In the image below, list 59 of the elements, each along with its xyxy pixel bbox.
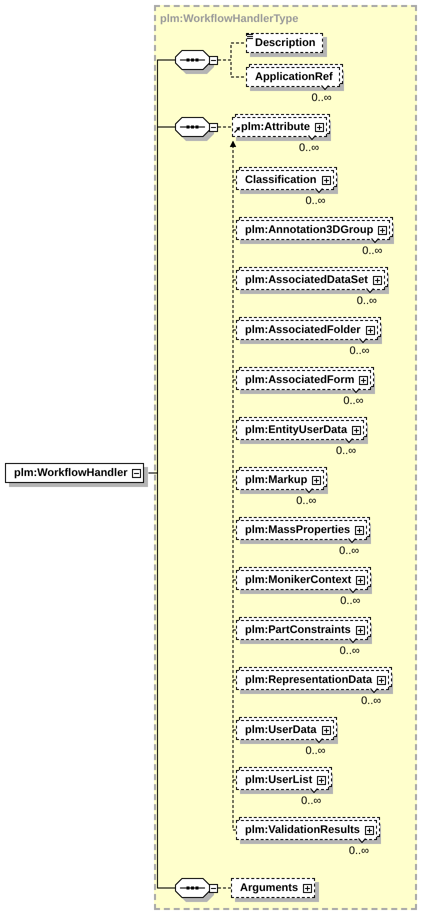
element-box bbox=[246, 33, 327, 57]
element-name: plm:Attribute bbox=[241, 120, 310, 134]
connector-line bbox=[218, 126, 232, 128]
element-name: plm:AssociatedForm bbox=[245, 373, 354, 387]
element-box bbox=[236, 167, 338, 194]
element-name: Arguments bbox=[240, 881, 298, 895]
element-box bbox=[232, 114, 332, 141]
occurrence-label: 0..∞ bbox=[305, 195, 326, 207]
element-name: plm:Markup bbox=[245, 473, 308, 487]
occurrence-label: 0..∞ bbox=[298, 142, 320, 154]
occurrence-label: 0..∞ bbox=[305, 745, 326, 757]
element-box bbox=[236, 217, 394, 244]
occurrence-label: 0..∞ bbox=[340, 645, 360, 657]
element-box bbox=[236, 267, 389, 294]
element-name: plm:ValidationResults bbox=[245, 823, 360, 837]
root-element-box bbox=[5, 463, 148, 487]
element-name: Classification bbox=[245, 173, 317, 187]
element-box bbox=[236, 467, 328, 494]
element-name: plm:UserList bbox=[245, 773, 312, 787]
element-name: plm:Annotation3DGroup bbox=[245, 223, 374, 237]
element-box bbox=[236, 617, 372, 644]
element-box bbox=[236, 367, 376, 394]
element-name: plm:MonikerContext bbox=[245, 573, 352, 587]
element-name: plm:UserData bbox=[245, 723, 317, 737]
element-name: plm:AssociatedFolder bbox=[245, 323, 361, 337]
occurrence-label: 0..∞ bbox=[343, 395, 364, 407]
element-name: ApplicationRef bbox=[255, 70, 333, 84]
element-name: plm:AssociatedDataSet bbox=[245, 273, 368, 287]
occurrence-label: 0..∞ bbox=[348, 845, 369, 857]
element-box bbox=[236, 767, 334, 794]
element-box bbox=[246, 64, 344, 91]
occurrence-label: 0..∞ bbox=[339, 545, 360, 557]
occurrence-label: 0..∞ bbox=[349, 345, 370, 357]
type-container bbox=[154, 5, 417, 910]
element-name: plm:EntityUserData bbox=[245, 423, 348, 437]
occurrence-label: 0..∞ bbox=[361, 695, 382, 707]
element-box bbox=[236, 317, 382, 344]
occurrence-label: 0..∞ bbox=[362, 245, 382, 257]
element-box bbox=[236, 717, 338, 744]
connector-line bbox=[148, 472, 176, 888]
occurrence-label: 0..∞ bbox=[336, 445, 356, 457]
element-box bbox=[236, 417, 368, 444]
occurrence-label: 0..∞ bbox=[356, 295, 377, 307]
element-box bbox=[231, 878, 320, 902]
element-name: Description bbox=[255, 36, 316, 50]
occurrence-label: 0..∞ bbox=[296, 495, 316, 507]
element-box bbox=[236, 567, 372, 594]
connector-line bbox=[218, 60, 246, 78]
occurrence-label: 0..∞ bbox=[301, 795, 322, 807]
element-box bbox=[236, 817, 381, 844]
element-box bbox=[236, 517, 372, 544]
occurrence-label: 0..∞ bbox=[312, 92, 332, 104]
occurrence-label: 0..∞ bbox=[340, 595, 360, 607]
container-title: plm:WorkflowHandlerType bbox=[160, 12, 298, 26]
element-name: plm:RepresentationData bbox=[245, 673, 372, 687]
element-name: plm:MassProperties bbox=[245, 523, 350, 537]
element-name: plm:WorkflowHandler bbox=[14, 466, 128, 480]
element-name: plm:PartConstraints bbox=[245, 623, 351, 637]
element-box bbox=[236, 667, 394, 694]
